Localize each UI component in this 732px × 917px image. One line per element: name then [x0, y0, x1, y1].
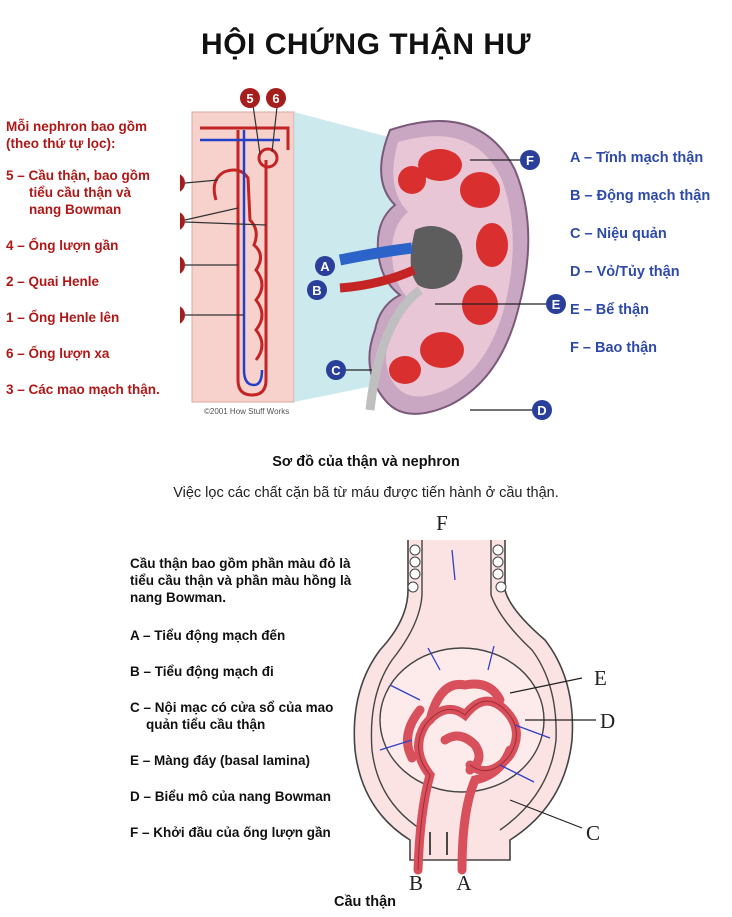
kidney-marker-E: E: [435, 294, 566, 314]
svg-text:C: C: [331, 363, 341, 378]
kidney-legend: A – Tĩnh mạch thận B – Động mạch thận C …: [570, 150, 732, 378]
svg-text:B: B: [312, 283, 321, 298]
glom-label-E: E: [594, 666, 607, 690]
glomerulus-legend-F: F – Khởi đầu của ống lượn gần: [130, 825, 331, 840]
marker-4: 4: [180, 174, 185, 192]
vessel-red: [200, 126, 290, 150]
glom-label-B: B: [409, 871, 423, 895]
nephron-legend-item-1: 1 – Ống Henle lên: [6, 310, 120, 325]
renal-vein: [338, 242, 413, 266]
glom-label-F: F: [436, 511, 448, 535]
kidney-nephron-illustration: ©2001 How Stuff Works 5 6 4 3 2 1 F A B …: [180, 88, 566, 420]
nephron-legend-item-6: 6 – Ống lượn xa: [6, 346, 110, 361]
glomerular-boundary: [379, 647, 545, 793]
svg-text:E: E: [552, 297, 561, 312]
kidney-marker-B: B: [307, 280, 327, 300]
nephron-legend-item-5: 5 – Cầu thận, bao gồm tiểu cầu thận và n…: [6, 168, 151, 217]
glomerulus-legend-C: C – Nội mạc có cửa sổ của mao quản tiểu …: [130, 700, 334, 732]
kidney-legend-F: F – Bao thận: [570, 340, 658, 356]
epithelial-cells: [407, 544, 507, 593]
renal-artery: [339, 265, 416, 293]
kidney-legend-D: D – Vỏ/Tủy thận: [570, 264, 680, 280]
copyright-text: ©2001 How Stuff Works: [204, 407, 289, 416]
nephron-legend-item-4: 4 – Ống lượn gần: [6, 238, 119, 253]
filtration-arrows: [379, 549, 551, 783]
proximal-tubule: [212, 168, 264, 361]
glomerulus-legend-E: E – Màng đáy (basal lamina): [130, 753, 311, 768]
glomerulus-small: [257, 147, 279, 169]
glomerulus-legend-B: B – Tiểu động mạch đi: [130, 664, 274, 679]
nephron-legend: Mỗi nephron bao gồm (theo thứ tự lọc): 5…: [6, 118, 176, 417]
marker-5: 5: [240, 88, 260, 108]
kidney-legend-B: B – Động mạch thận: [570, 188, 711, 204]
glom-label-D: D: [600, 709, 615, 733]
svg-text:A: A: [320, 259, 330, 274]
capsule-inner-right: [490, 540, 557, 831]
marker-3: 3: [180, 212, 185, 230]
marker-2: 2: [180, 256, 185, 274]
svg-text:6: 6: [272, 91, 279, 106]
glomerulus-legend-A: A – Tiểu động mạch đến: [130, 628, 286, 643]
glom-label-C: C: [586, 821, 600, 845]
svg-text:F: F: [526, 153, 534, 168]
ureter: [365, 286, 423, 411]
nephron-legend-item-2: 2 – Quai Henle: [6, 274, 100, 289]
svg-text:5: 5: [246, 91, 253, 106]
renal-pyramids: [389, 149, 508, 384]
renal-pelvis: [410, 226, 463, 289]
kidney-legend-C: C – Niệu quản: [570, 226, 667, 242]
glomerulus-legend: Cầu thận bao gồm phần màu đỏ là tiểu cầu…: [130, 555, 365, 860]
kidney-marker-D: D: [470, 400, 552, 420]
glomerulus-illustration: F E D C B A: [353, 511, 615, 895]
kidney-marker-F: F: [470, 150, 540, 170]
filter-caption: Việc lọc các chất cặn bã từ máu được tiế…: [173, 485, 559, 501]
marker-6: 6: [266, 88, 286, 108]
glomerulus-caption: Cầu thận: [333, 894, 397, 910]
capsule-inner-left: [370, 540, 423, 831]
nephron-legend-item-3: 3 – Các mao mạch thận.: [6, 382, 160, 397]
loop-of-henle: [236, 130, 268, 397]
kidney-legend-A: A – Tĩnh mạch thận: [570, 150, 704, 166]
glom-label-A: A: [456, 871, 472, 895]
glomerulus-legend-D: D – Biểu mô của nang Bowman: [130, 789, 332, 804]
kidney-marker-A: A: [315, 256, 335, 276]
kidney-marker-C: C: [326, 360, 372, 380]
kidney-legend-E: E – Bể thận: [570, 302, 649, 318]
capillary-blue: [242, 130, 264, 387]
marker-1: 1: [180, 306, 185, 324]
page-title: HỘI CHỨNG THẬN HƯ: [201, 28, 531, 61]
diagram-caption: Sơ đồ của thận và nephron: [272, 454, 460, 470]
svg-text:D: D: [537, 403, 546, 418]
glomerulus-legend-heading: Cầu thận bao gồm phần màu đỏ là tiểu cầu…: [130, 556, 352, 605]
nephron-legend-heading: Mỗi nephron bao gồm (theo thứ tự lọc):: [6, 119, 147, 151]
